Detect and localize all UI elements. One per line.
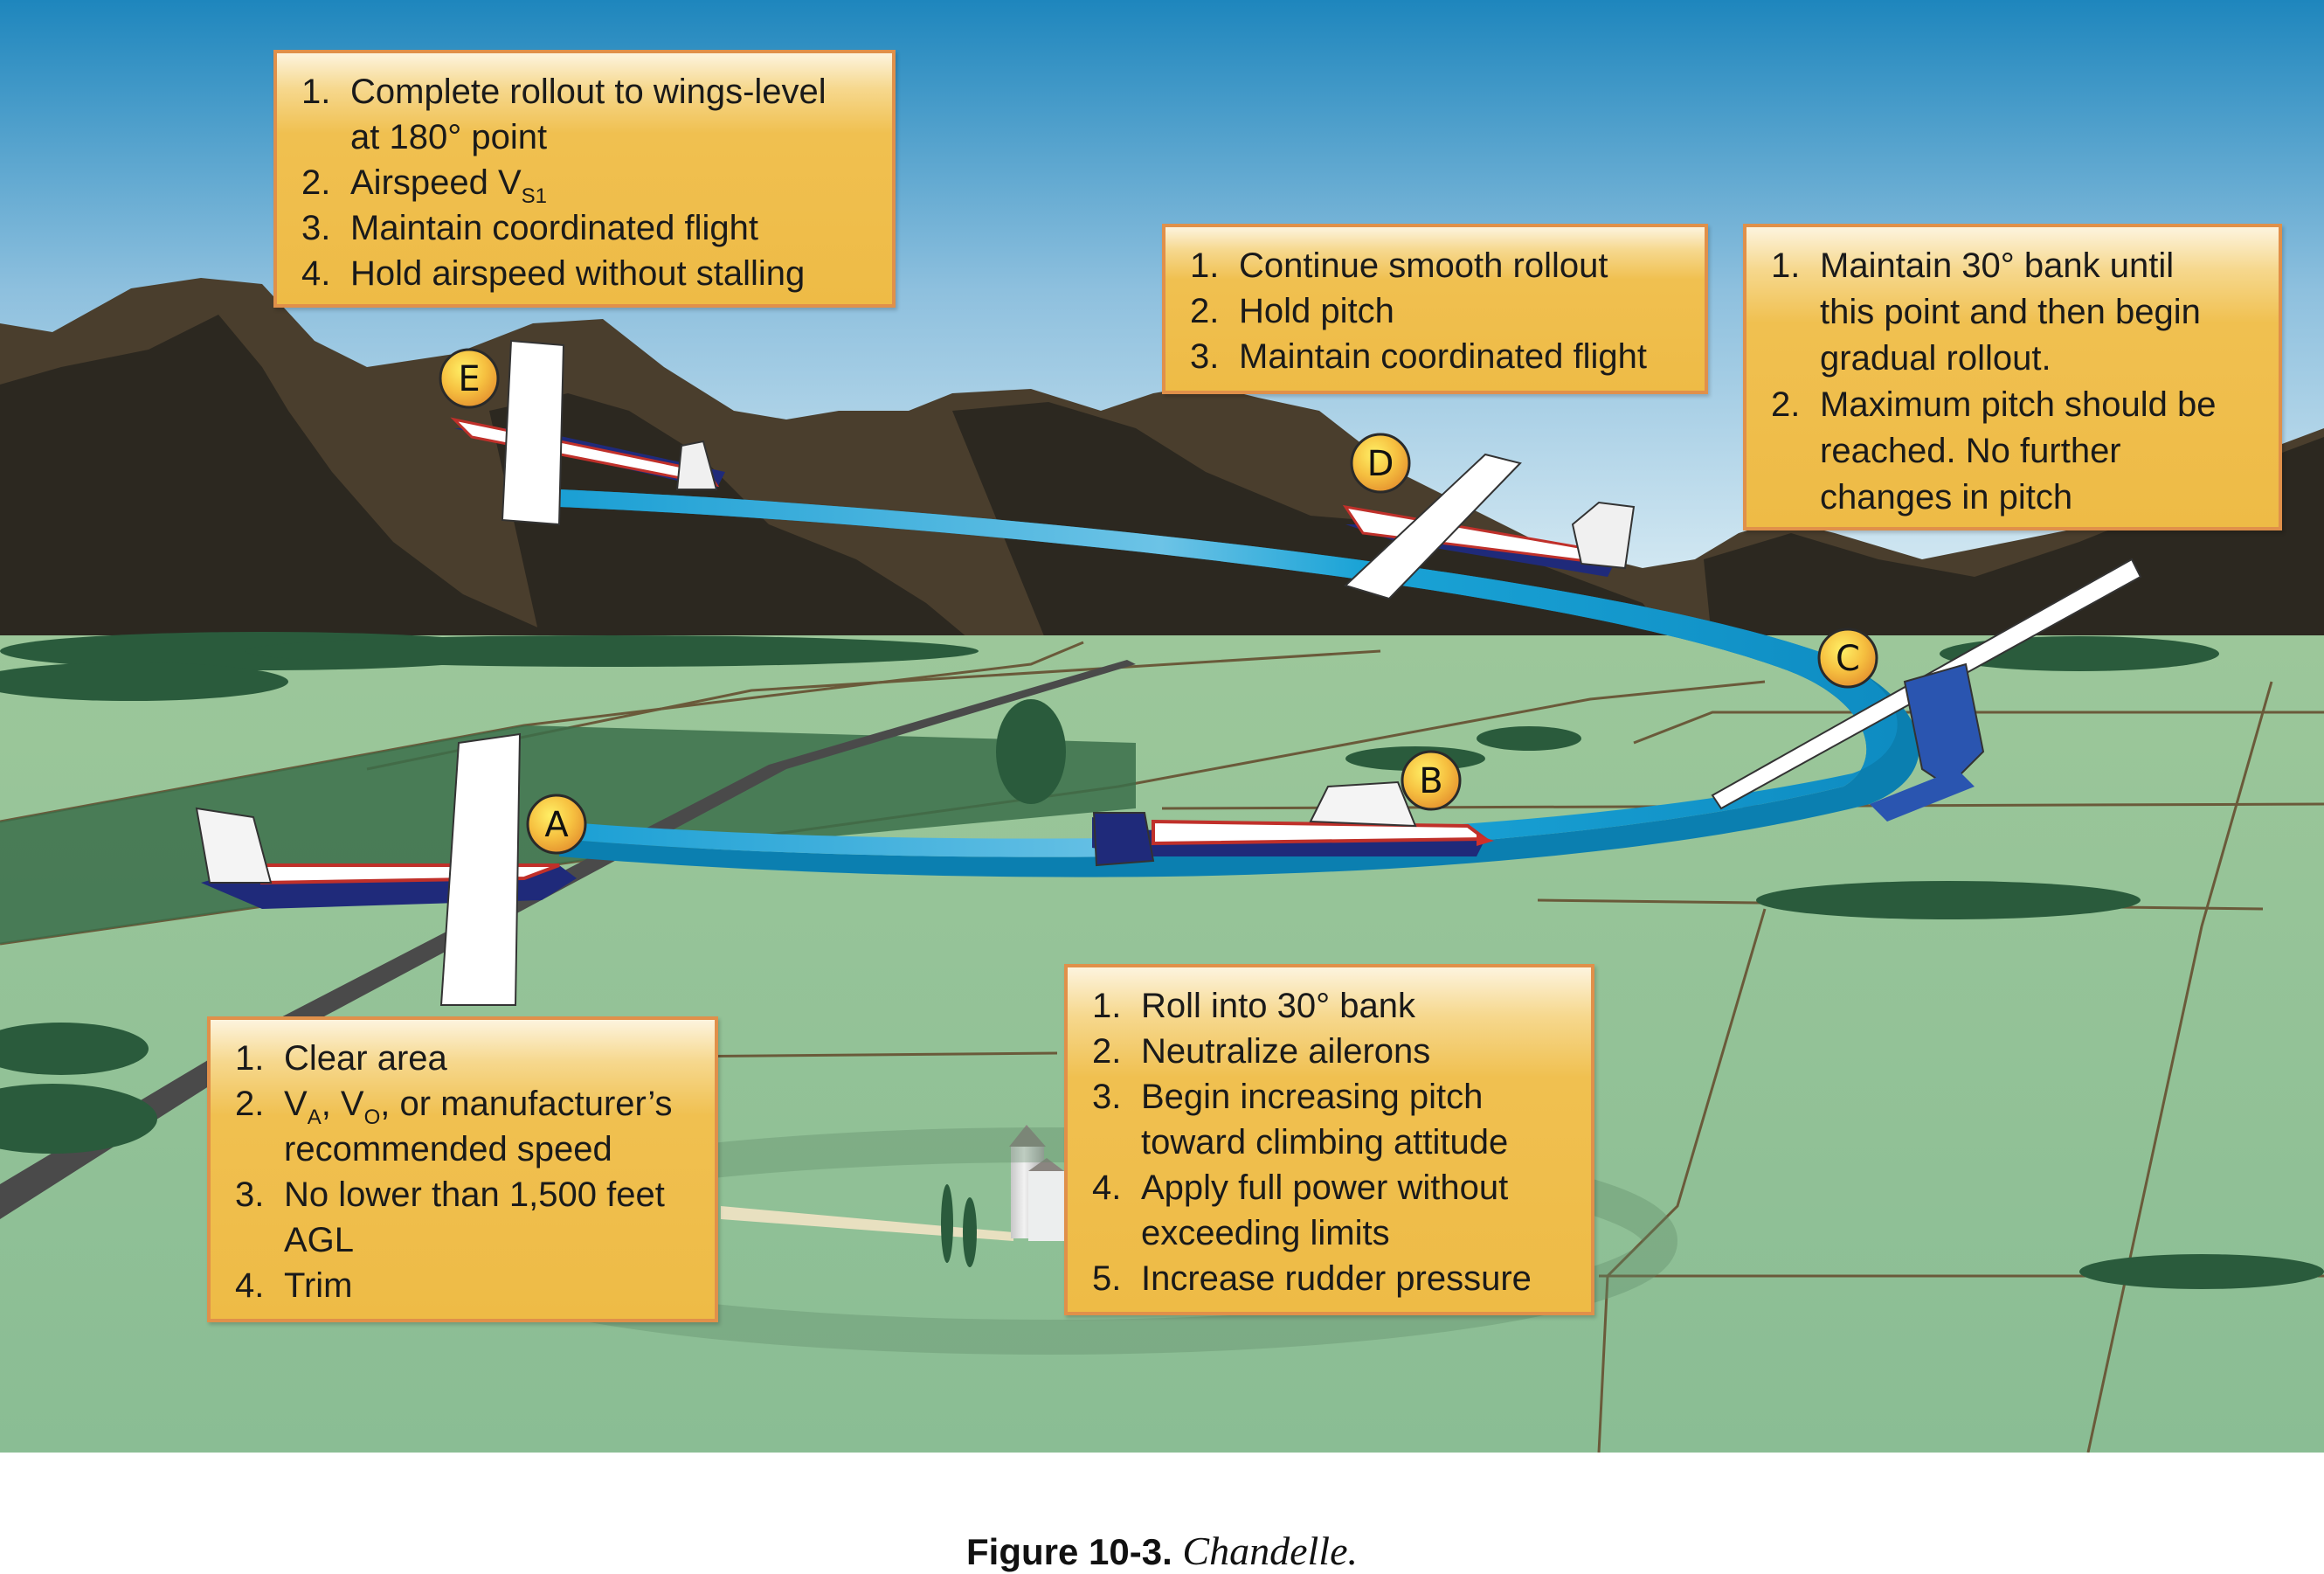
figure-title: Chandelle. [1182,1529,1358,1573]
note-a-item-1: 1.Clear area [235,1039,447,1078]
note-d-item-1: 1.Continue smooth rollout [1190,246,1608,285]
note-e-item-3: 3.Maintain coordinated flight [301,209,758,247]
farm-buildings [941,1125,1064,1267]
marker-e: E [439,348,500,409]
note-e-item-2: 2.Airspeed VS1 [301,163,548,208]
airplane-e [450,339,725,526]
note-d-item-2: 2.Hold pitch [1190,292,1394,330]
note-a-item-4: 4.Trim [235,1266,353,1305]
marker-c: C [1817,628,1878,689]
note-d-item-3: 3.Maintain coordinated flight [1190,337,1647,376]
marker-d: D [1350,433,1411,494]
note-b-item-1: 1.Roll into 30° bank [1092,987,1415,1025]
note-point-b: 1.Roll into 30° bank 2.Neutralize ailero… [1064,964,1594,1315]
marker-a-label: A [544,805,569,845]
airplane-d [1342,453,1636,600]
marker-d-label: D [1367,444,1394,484]
figure-caption: Figure 10-3. Chandelle. [0,1528,2324,1574]
note-e-item-4: 4.Hold airspeed without stalling [301,254,806,293]
marker-c-label: C [1836,639,1860,679]
note-point-d: 1.Continue smooth rollout 2.Hold pitch 3… [1162,224,1708,394]
treelines [0,632,2324,1289]
note-b-item-2: 2.Neutralize ailerons [1092,1032,1431,1071]
marker-a: A [526,794,587,855]
figure-number: Figure 10-3. [966,1531,1172,1572]
marker-b-label: B [1419,761,1442,801]
airplane-a [195,732,577,1006]
note-point-a: 1.Clear area 2.VA, VO, or manufacturer’s… [207,1016,718,1322]
marker-b: B [1401,750,1462,811]
airplane-b [1092,780,1494,867]
airplane-c [1711,558,2142,822]
farm-path [721,1206,1013,1241]
marker-e-label: E [458,359,480,399]
note-b-item-5: 5.Increase rudder pressure [1092,1259,1532,1298]
mountains [0,278,2324,647]
